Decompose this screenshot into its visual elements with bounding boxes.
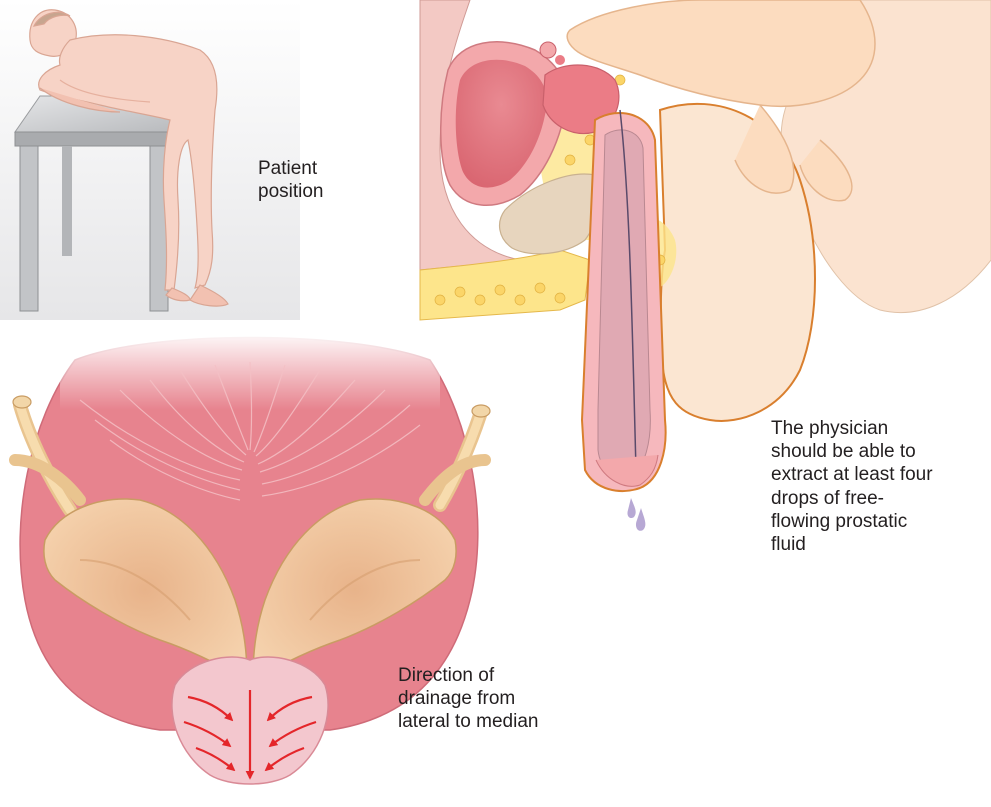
prostatic-fluid-drops [627,498,645,531]
patient-position-panel [0,0,300,320]
penis-section [582,110,666,491]
caption-patient-position: Patient position [258,157,378,203]
caption-drainage-direction: Direction of drainage from lateral to me… [398,664,618,734]
caption-prostatic-fluid: The physician should be able to extract … [771,417,986,556]
